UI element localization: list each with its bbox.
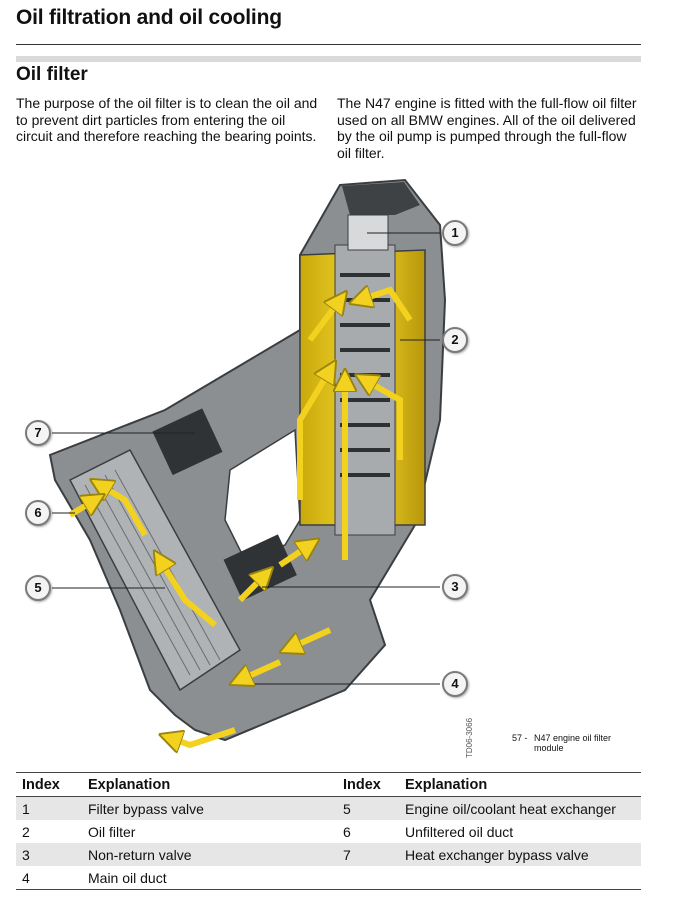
table-row: 1 Filter bypass valve 5 Engine oil/coola… [16, 796, 641, 820]
callout-4: 4 [442, 671, 468, 697]
table-row: 4 Main oil duct [16, 866, 641, 890]
cell: Non-return valve [82, 843, 337, 866]
cell: 2 [22, 823, 30, 840]
index-table: Index Explanation Index Explanation 1 Fi… [16, 772, 641, 890]
figure-caption: 57 - N47 engine oil filter module [512, 733, 642, 753]
cell: Unfiltered oil duct [405, 823, 514, 840]
cell: 6 [343, 823, 351, 840]
callout-2: 2 [442, 327, 468, 353]
section-rule [16, 56, 641, 62]
cell: Main oil duct [82, 866, 337, 890]
header-explanation-1: Explanation [82, 772, 337, 797]
cell [337, 866, 399, 890]
cell: 3 [16, 843, 82, 866]
header-index-2: Index [337, 772, 399, 797]
figure-code: TD06-3066 [465, 717, 474, 758]
cell: Engine oil/coolant heat exchanger [399, 796, 641, 820]
cell: 7 [337, 843, 399, 866]
callout-6: 6 [25, 500, 51, 526]
cell: 4 [16, 866, 82, 890]
cell: Filter bypass valve [82, 796, 337, 820]
cell: 5 [337, 796, 399, 820]
page-title: Oil filtration and oil cooling [16, 6, 282, 29]
header-index-1: Index [16, 772, 82, 797]
callout-7: 7 [25, 420, 51, 446]
oil-flow-arrows [68, 290, 413, 745]
leader-lines [52, 232, 440, 685]
callout-3: 3 [442, 574, 468, 600]
intro-paragraph-left: The purpose of the oil filter is to clea… [16, 95, 318, 145]
oil-filter-module-illustration [48, 178, 447, 770]
title-rule [16, 44, 641, 45]
table-header-row: Index Explanation Index Explanation [16, 772, 641, 797]
caption-number: 57 - [512, 733, 528, 743]
cell [399, 866, 641, 890]
cell: Oil filter [88, 823, 136, 840]
caption-line-1: N47 engine oil filter [534, 733, 612, 743]
oil-filter-element [299, 214, 426, 536]
caption-line-2: module [534, 743, 564, 753]
table-row: 3 Non-return valve 7 Heat exchanger bypa… [16, 843, 641, 866]
callout-5: 5 [25, 575, 51, 601]
callout-1: 1 [442, 220, 468, 246]
cell: 1 [16, 796, 82, 820]
header-explanation-2: Explanation [399, 772, 641, 797]
cell: Heat exchanger bypass valve [399, 843, 641, 866]
intro-paragraph-right: The N47 engine is fitted with the full-f… [337, 95, 637, 161]
section-title: Oil filter [16, 64, 88, 85]
table-row: 2 Oil filter 6 Unfiltered oil duct [16, 820, 641, 843]
